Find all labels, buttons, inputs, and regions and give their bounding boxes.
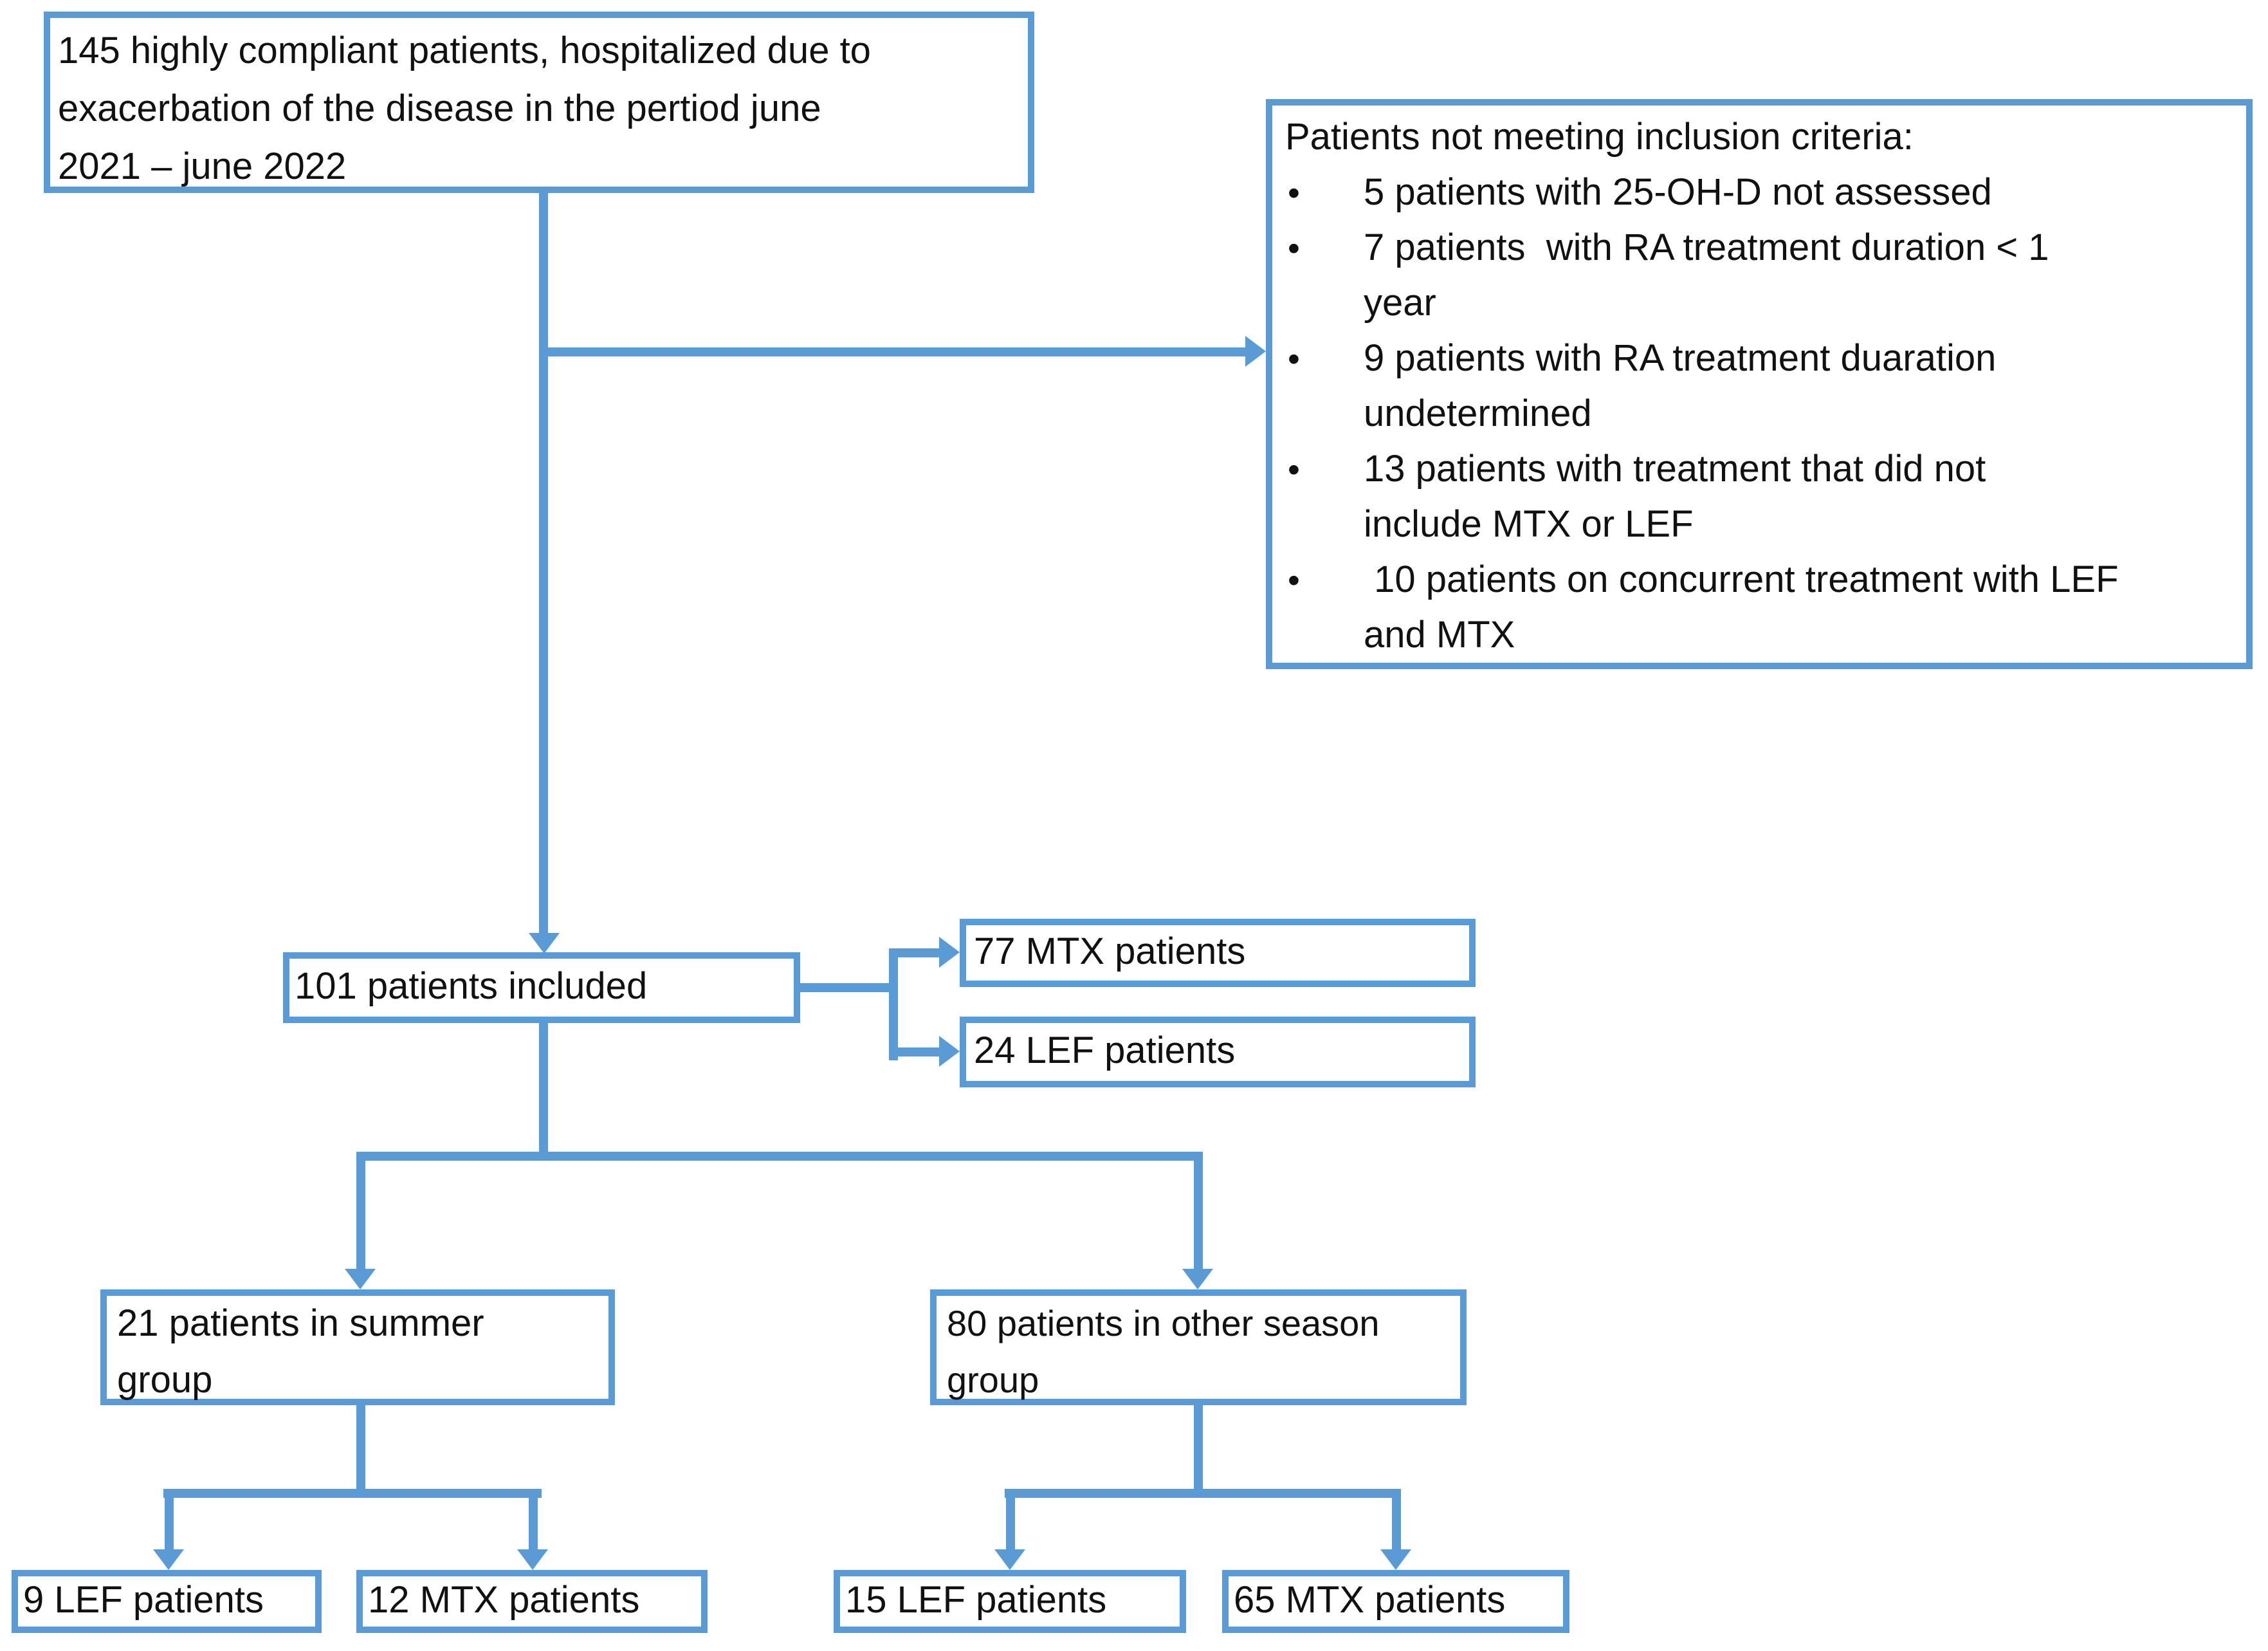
arrowhead-down-icon xyxy=(994,1549,1025,1570)
connector-fork-arm-top xyxy=(889,948,940,957)
box-summer-lef: 9 LEF patients xyxy=(12,1570,322,1633)
connector-arm-summer-lef xyxy=(165,1489,174,1551)
included-patients-text: 101 patients included xyxy=(295,966,648,1008)
connector-tbar-groups xyxy=(356,1152,1203,1161)
bullet-icon: • xyxy=(1288,561,1300,600)
connector-fork-vertical xyxy=(889,948,898,1060)
box-other-mtx: 65 MTX patients xyxy=(1222,1570,1569,1633)
connector-arm-other-mtx xyxy=(1392,1489,1401,1551)
other-mtx-text: 65 MTX patients xyxy=(1234,1580,1506,1621)
exclusion-item: • 13 patients with treatment that did no… xyxy=(1272,443,2236,553)
connector-main-vertical xyxy=(539,193,548,933)
bullet-icon: • xyxy=(1288,450,1300,489)
exclusion-item-text: 5 patients with 25-OH-D not assessed xyxy=(1364,172,1992,214)
lef-total-text: 24 LEF patients xyxy=(974,1031,1236,1072)
exclusion-item-text: 9 patients with RA treatment duaration u… xyxy=(1364,338,1997,435)
connector-included-down xyxy=(539,1023,548,1161)
arrowhead-right-icon xyxy=(939,1036,960,1067)
connector-exclusion-horizontal xyxy=(539,347,1247,356)
box-included-patients: 101 patients included xyxy=(283,952,800,1023)
box-mtx-total: 77 MTX patients xyxy=(960,919,1476,987)
arrowhead-down-icon xyxy=(529,933,560,954)
connector-tbar-other xyxy=(1005,1489,1401,1498)
arrowhead-down-icon xyxy=(1380,1549,1411,1570)
box-other-lef: 15 LEF patients xyxy=(834,1570,1186,1633)
exclusion-item: • 7 patients with RA treatment duration … xyxy=(1272,221,2236,332)
connector-summer-down xyxy=(356,1405,365,1498)
box-other-season-group: 80 patients in other season group xyxy=(930,1289,1467,1405)
box-summer-mtx: 12 MTX patients xyxy=(356,1570,708,1633)
bullet-icon: • xyxy=(1288,229,1300,268)
box-summer-group: 21 patients in summer group xyxy=(100,1289,615,1405)
connector-fork-arm-bottom xyxy=(889,1047,940,1056)
connector-arm-summer xyxy=(356,1152,365,1270)
connector-arm-other-lef xyxy=(1006,1489,1015,1551)
bullet-icon: • xyxy=(1288,174,1300,212)
arrowhead-down-icon xyxy=(345,1269,376,1289)
bullet-icon: • xyxy=(1288,340,1300,378)
summer-group-text: 21 patients in summer group xyxy=(117,1304,484,1401)
other-lef-text: 15 LEF patients xyxy=(845,1580,1107,1621)
box-exclusion-criteria: Patients not meeting inclusion criteria:… xyxy=(1266,99,2253,669)
connector-fork-stub xyxy=(798,983,898,992)
arrowhead-down-icon xyxy=(153,1549,184,1570)
exclusion-item-text: 7 patients with RA treatment duration < … xyxy=(1364,228,2049,324)
arrowhead-down-icon xyxy=(517,1549,548,1570)
exclusion-item: • 9 patients with RA treatment duaration… xyxy=(1272,332,2236,443)
exclusion-item: • 5 patients with 25-OH-D not assessed xyxy=(1272,166,2236,221)
arrowhead-down-icon xyxy=(1182,1269,1213,1289)
box-lef-total: 24 LEF patients xyxy=(960,1017,1476,1087)
exclusion-item-text: 13 patients with treatment that did not … xyxy=(1364,449,1986,546)
other-season-group-text: 80 patients in other season group xyxy=(947,1304,1380,1400)
box-enrolled-patients: 145 highly compliant patients, hospitali… xyxy=(44,12,1034,193)
exclusion-item: • 10 patients on concurrent treatment wi… xyxy=(1272,553,2236,663)
connector-arm-summer-mtx xyxy=(529,1489,538,1551)
exclusion-item-text: 10 patients on concurrent treatment with… xyxy=(1364,560,2119,656)
enrolled-patients-text: 145 highly compliant patients, hospitali… xyxy=(58,31,871,188)
connector-other-down xyxy=(1194,1405,1203,1498)
summer-lef-text: 9 LEF patients xyxy=(23,1580,264,1621)
arrowhead-right-icon xyxy=(1245,336,1266,367)
arrowhead-right-icon xyxy=(939,937,960,968)
connector-tbar-summer xyxy=(163,1489,542,1498)
mtx-total-text: 77 MTX patients xyxy=(974,932,1246,973)
connector-arm-other xyxy=(1194,1152,1203,1270)
exclusion-header-text: Patients not meeting inclusion criteria: xyxy=(1285,117,1914,158)
summer-mtx-text: 12 MTX patients xyxy=(368,1580,640,1621)
